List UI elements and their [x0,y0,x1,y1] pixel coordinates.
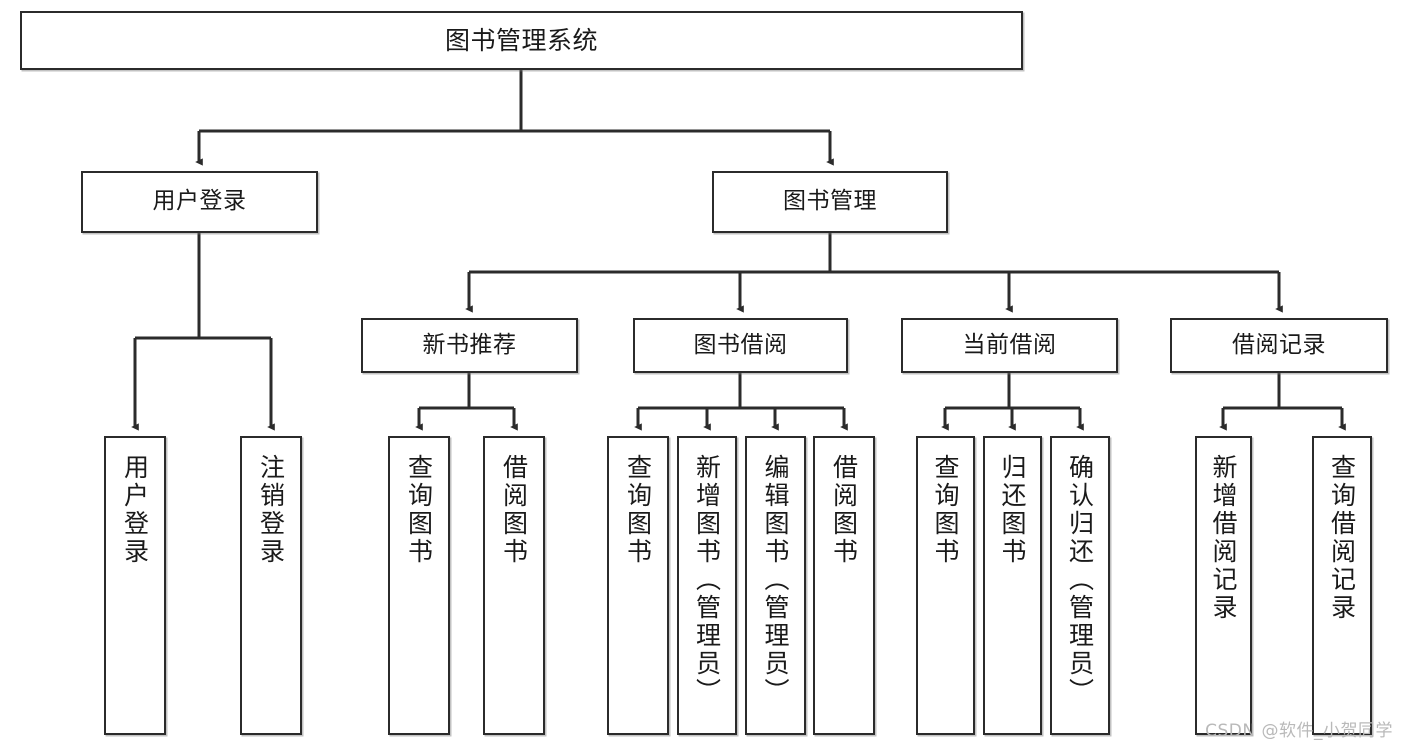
node-label: 确认归还（管理员） [1065,454,1095,706]
node-leaf-logout-login[interactable]: 注销登录 [240,436,302,735]
node-new-book-recommend[interactable]: 新书推荐 [361,318,578,373]
node-leaf-add-book-admin[interactable]: 新增图书（管理员） [677,436,737,735]
node-label: 图书借阅 [693,331,788,358]
node-label: 注销登录 [256,454,286,566]
node-label: 归还图书 [998,454,1027,566]
node-book-borrow[interactable]: 图书借阅 [633,318,848,373]
node-label: 查询图书 [623,454,653,566]
node-root-system[interactable]: 图书管理系统 [20,11,1023,70]
node-current-borrow[interactable]: 当前借阅 [901,318,1118,373]
node-label: 用户登录 [120,454,150,566]
node-label: 新增图书（管理员） [692,454,722,706]
node-label: 图书管理系统 [444,25,598,55]
node-label: 借阅记录 [1232,331,1326,358]
node-leaf-borrow-book[interactable]: 借阅图书 [813,436,875,735]
node-label: 查询借阅记录 [1327,454,1357,622]
node-leaf-query-borrow-record[interactable]: 查询借阅记录 [1312,436,1372,735]
node-leaf-borrow-book-new[interactable]: 借阅图书 [483,436,545,735]
node-user-login[interactable]: 用户登录 [81,171,318,233]
node-book-manage[interactable]: 图书管理 [712,171,948,233]
node-label: 查询图书 [404,454,434,566]
node-leaf-return-book[interactable]: 归还图书 [983,436,1042,735]
node-borrow-record[interactable]: 借阅记录 [1170,318,1388,373]
watermark-text: CSDN @软件_小贺同学 [1205,721,1393,741]
node-label: 用户登录 [152,188,247,215]
node-label: 查询图书 [931,454,960,566]
node-label: 借阅图书 [829,454,859,566]
node-label: 当前借阅 [962,331,1057,358]
node-leaf-user-login[interactable]: 用户登录 [104,436,166,735]
node-label: 编辑图书（管理员） [761,454,790,706]
node-leaf-confirm-return-admin[interactable]: 确认归还（管理员） [1050,436,1110,735]
node-leaf-query-book-new[interactable]: 查询图书 [388,436,450,735]
node-label: 新书推荐 [422,331,517,358]
node-label: 图书管理 [783,188,877,215]
node-leaf-query-book-current[interactable]: 查询图书 [916,436,975,735]
node-label: 新增借阅记录 [1209,454,1238,622]
node-label: 借阅图书 [499,454,529,566]
node-leaf-query-book-borrow[interactable]: 查询图书 [607,436,669,735]
node-leaf-add-borrow-record[interactable]: 新增借阅记录 [1195,436,1252,735]
node-leaf-edit-book-admin[interactable]: 编辑图书（管理员） [745,436,806,735]
